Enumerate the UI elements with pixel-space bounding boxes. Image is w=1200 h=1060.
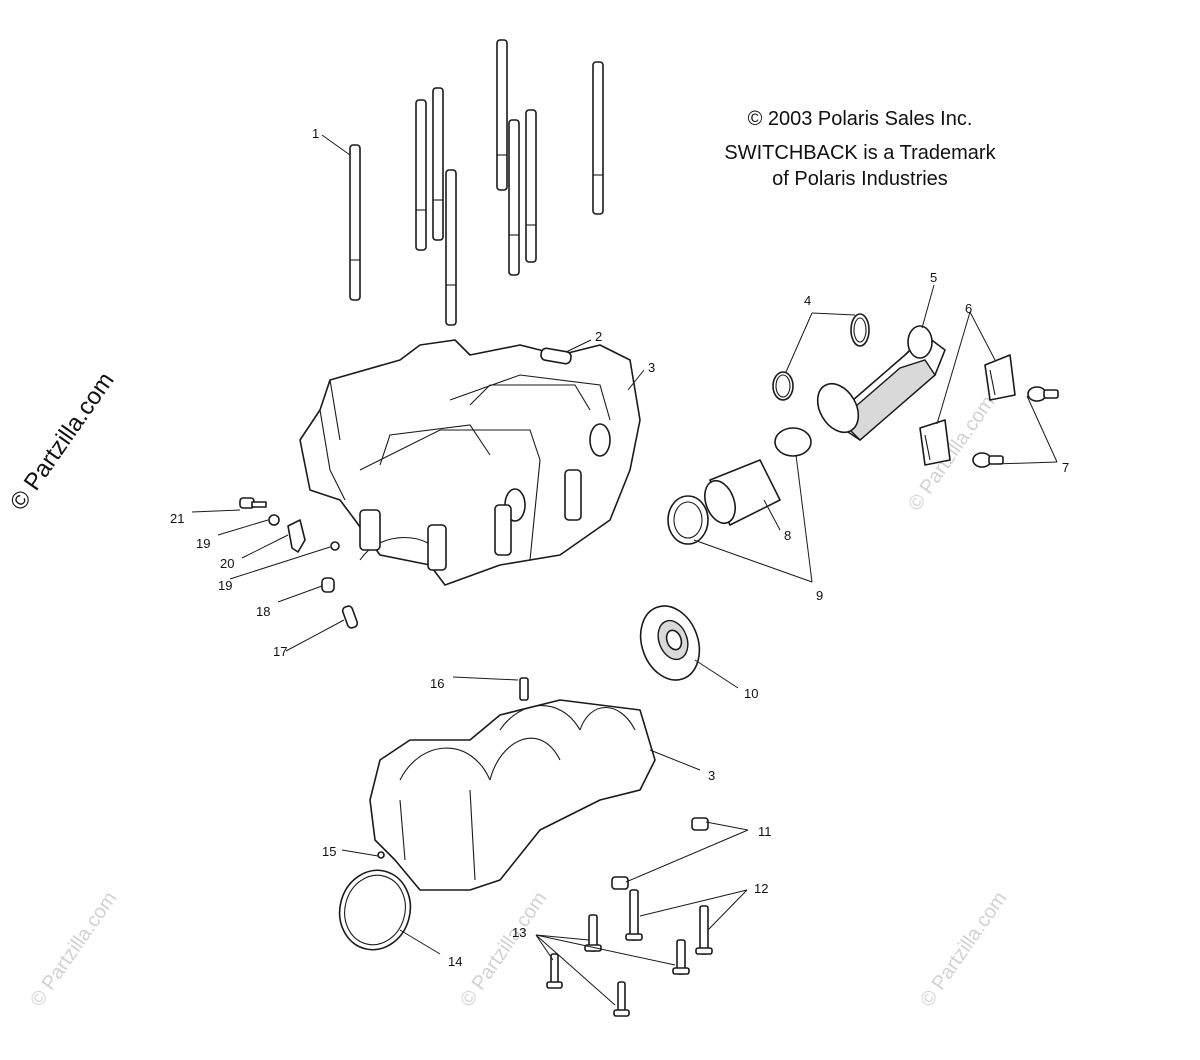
copyright-line: © 2003 Polaris Sales Inc. [747,108,973,130]
watermark-bottom-right: © Partzilla.com [916,888,1011,1011]
callout-12: 12 [754,881,768,896]
seal-part-10 [639,605,701,681]
callout-17: 17 [273,644,287,659]
callout-19-lower: 19 [218,578,232,593]
lower-crankcase-part-3 [369,677,656,891]
leader-lines [191,134,1058,1006]
callout-labels: 1 2 3 4 5 6 7 8 9 10 3 11 12 13 14 15 16… [170,126,1069,969]
dowel-part-2 [540,347,572,365]
callout-18: 18 [256,604,270,619]
small-fittings-parts-17-21 [239,497,359,629]
callout-11: 11 [758,824,772,839]
callout-13: 13 [512,925,526,940]
callout-20: 20 [220,556,234,571]
callout-4: 4 [804,293,811,308]
callout-10: 10 [744,686,758,701]
callout-15: 15 [322,844,336,859]
watermark-main: © Partzilla.com [5,367,120,515]
bolts-parts-12-13 [546,889,713,1017]
callout-14: 14 [448,954,462,969]
elbow-and-orings-parts-4-5 [772,313,946,441]
trademark-line-1: SWITCHBACK is a Trademark [724,142,996,164]
watermark-bottom-center: © Partzilla.com [456,888,551,1011]
callout-19-upper: 19 [196,536,210,551]
coupler-and-clamps-parts-8-9 [667,427,812,545]
watermark-bottom-left: © Partzilla.com [26,888,121,1011]
ring-and-pin-parts-14-15 [338,851,412,951]
callout-2: 2 [595,329,602,344]
callout-7: 7 [1062,460,1069,475]
plugs-part-11 [611,817,709,890]
callout-21: 21 [170,511,184,526]
callout-6: 6 [965,301,972,316]
callout-8: 8 [784,528,791,543]
callout-9: 9 [816,588,823,603]
callout-5: 5 [930,270,937,285]
callout-3-upper: 3 [648,360,655,375]
callout-1: 1 [312,126,319,141]
upper-crankcase-part-3 [299,339,641,586]
copyright-notice: © 2003 Polaris Sales Inc. SWITCHBACK is … [690,106,1030,192]
studs-part-1 [349,39,604,326]
trademark-line-2: of Polaris Industries [772,168,948,190]
callout-16: 16 [430,676,444,691]
callout-3-lower: 3 [708,768,715,783]
